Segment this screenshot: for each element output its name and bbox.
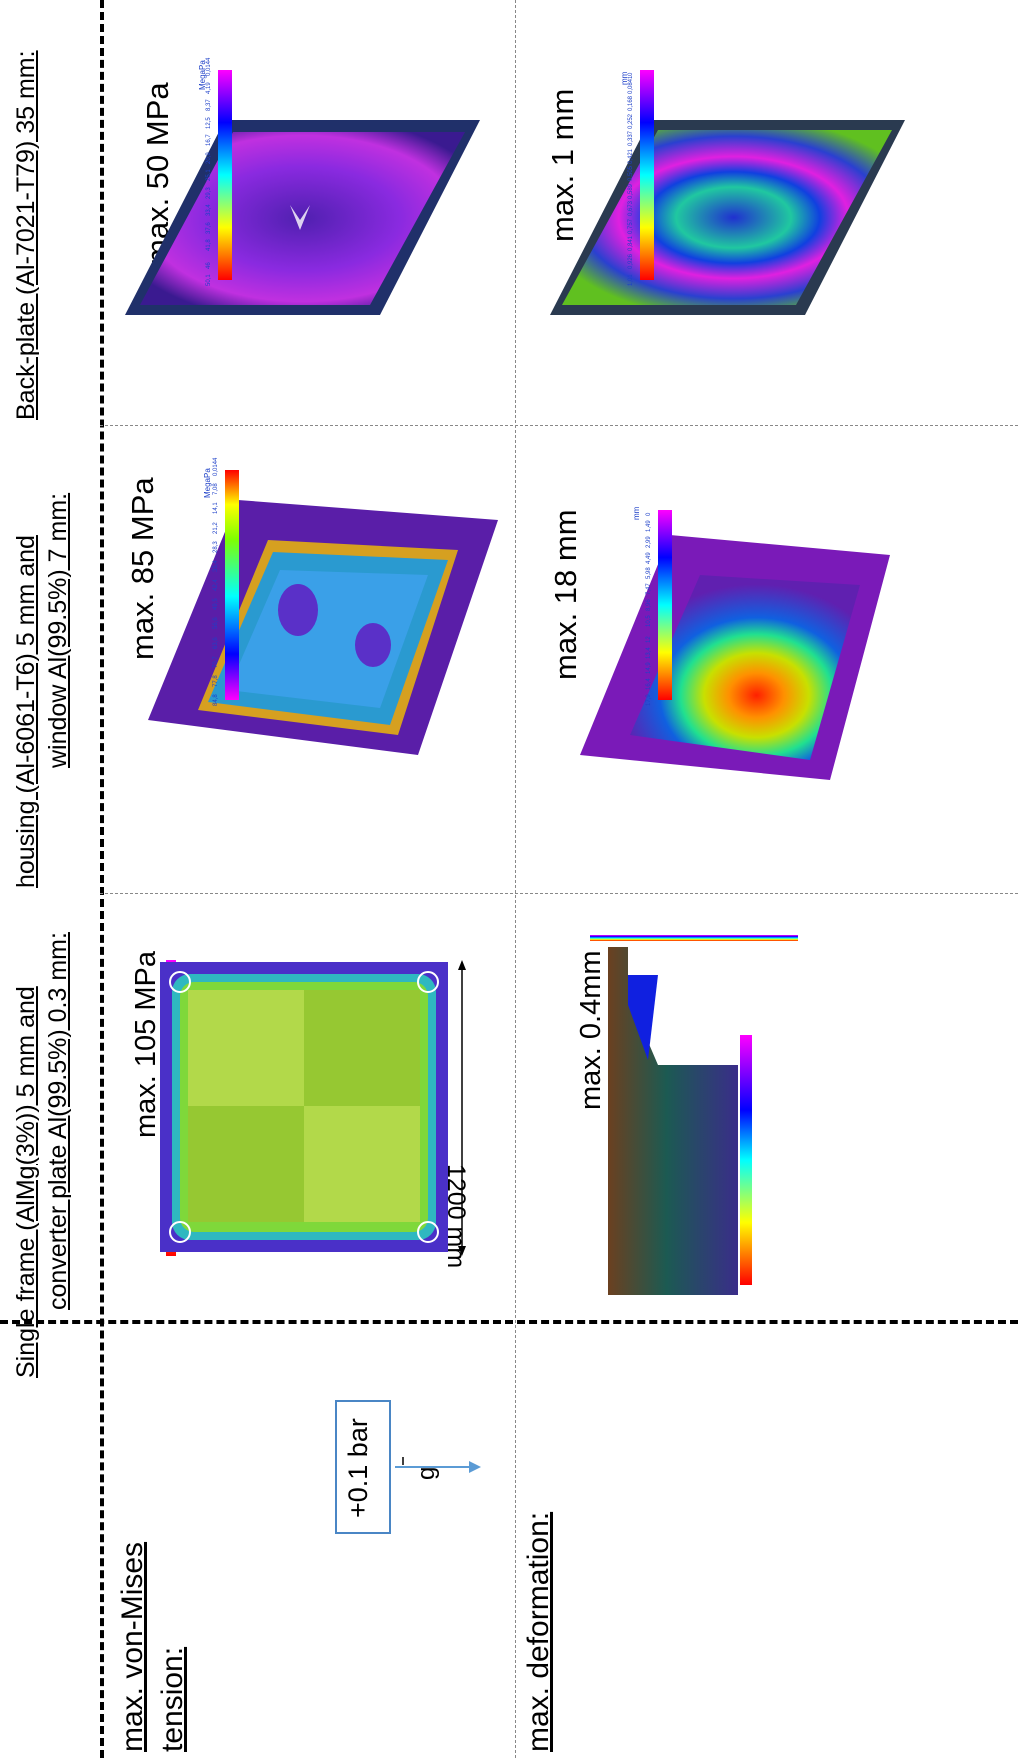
frame-stress-plot: [160, 960, 448, 1256]
colorbar-tick-label: 14,9: [646, 662, 652, 675]
colorbar-tick-label: 4,49: [646, 551, 652, 564]
colorbar-tick-label: 12,5: [206, 116, 212, 129]
colorbar-tick-label: 21,2: [213, 521, 219, 534]
housing-deformation-colorbar: [658, 510, 672, 700]
frame-dimension-arrow: [458, 960, 466, 1256]
colorbar-tick-label: 0,421: [628, 148, 634, 164]
divider-label-column: [100, 0, 104, 1758]
colorbar-tick-label: 49,5: [213, 598, 219, 611]
pressure-label: +0.1 bar: [343, 1418, 373, 1518]
stress-row-label-line1: max. von-Mises: [116, 1541, 149, 1752]
divider-row-stress-deform: [515, 0, 516, 1758]
divider-col-frame-housing: [100, 893, 1018, 894]
colorbar-tick-label: 16,4: [646, 678, 652, 691]
colorbar-tick-label: 14,1: [213, 502, 219, 515]
colorbar-tick-label: 0: [628, 72, 634, 76]
housing-stress-colorbar: [225, 470, 239, 700]
colorbar-tick-label: 17,9: [646, 694, 652, 706]
colorbar-tick-label: 41,8: [206, 239, 212, 251]
divider-header-row: [0, 1320, 1018, 1324]
colorbar-tick-label: 10,5: [646, 615, 652, 627]
colorbar-tick-label: 8,96: [646, 599, 652, 611]
deformation-row-label: max. deformation:: [522, 1511, 555, 1752]
colorbar-tick-label: 56,6: [213, 617, 219, 630]
housing-stress-unit: MegaPa: [203, 468, 212, 498]
colorbar-tick-label: 20,9: [206, 151, 212, 164]
colorbar-tick-label: 63,6: [213, 636, 219, 649]
backplate-deformation-plot: [550, 120, 905, 315]
pressure-box: [335, 1400, 391, 1534]
housing-stress-plot: [148, 500, 498, 755]
backplate-deformation-colorbar: [640, 70, 654, 280]
colorbar-tick-label: 16,7: [206, 134, 212, 146]
colorbar-tick-label: 0,505: [628, 165, 634, 181]
colorbar-tick-label: 46: [206, 261, 212, 269]
colorbar-tick-label: 2,99: [646, 535, 652, 548]
frame-title-line2: converter plate Al(99.5%) 0.3 mm:: [44, 932, 72, 1310]
colorbar-tick-label: 42,4: [213, 579, 219, 591]
colorbar-tick-label: 0,0144: [213, 457, 219, 476]
colorbar-tick-label: 0,841: [628, 235, 634, 251]
colorbar-tick-label: 7,47: [646, 583, 652, 596]
backplate-stress-colorbar: [218, 70, 232, 280]
divider-col-housing-back: [100, 425, 1018, 426]
colorbar-tick-label: 0,0144: [206, 57, 212, 76]
colorbar-tick-label: 12: [646, 635, 652, 643]
colorbar-tick-label: 0,757: [628, 218, 634, 234]
housing-title-line2: window Al(99.5%) 7 mm:: [44, 492, 72, 768]
housing-deformation-unit: mm: [632, 506, 641, 520]
frame-dimension-label: 1200 mm: [442, 1164, 470, 1269]
backplate-stress-plot: [125, 120, 480, 315]
colorbar-tick-label: 0,673: [628, 200, 634, 216]
colorbar-tick-label: 25,1: [206, 169, 212, 181]
frame-title-line1: Single frame (AlMg(3%)) 5 mm and: [12, 986, 40, 1378]
colorbar-tick-label: 0,926: [628, 253, 634, 269]
colorbar-tick-label: 0,589: [628, 183, 634, 199]
colorbar-tick-label: 77,8: [213, 675, 219, 687]
frame-deformation-plot: [590, 935, 798, 1295]
colorbar-tick-label: 84,8: [213, 694, 219, 706]
stress-row-label-line2: tension:: [156, 1646, 189, 1752]
colorbar-tick-label: 0,252: [628, 113, 634, 129]
gravity-arrow: [395, 1457, 481, 1473]
housing-title-line1: housing (Al-6061-T6) 5 mm and: [12, 535, 40, 888]
colorbar-tick-label: 28,3: [213, 540, 219, 553]
colorbar-tick-label: 50,1: [206, 274, 212, 286]
colorbar-tick-label: 5,98: [646, 567, 652, 580]
colorbar-tick-label: 70,7: [213, 655, 219, 668]
colorbar-tick-label: 37,6: [206, 221, 212, 234]
colorbar-tick-label: 8,37: [206, 99, 212, 111]
colorbar-tick-label: 33,4: [206, 204, 212, 216]
colorbar-tick-label: 0: [646, 512, 652, 516]
colorbar-tick-label: 0,337: [628, 130, 634, 146]
colorbar-tick-label: 4,19: [206, 81, 212, 94]
colorbar-tick-label: 0,0841: [628, 75, 634, 94]
colorbar-tick-label: 35,4: [213, 560, 219, 572]
colorbar-tick-label: 7,08: [213, 483, 219, 496]
housing-deformation-plot: [580, 535, 890, 780]
colorbar-tick-label: 1,49: [646, 520, 652, 532]
colorbar-tick-label: 0,168: [628, 95, 634, 111]
colorbar-tick-label: 1,01: [628, 274, 634, 286]
backplate-title: Back-plate (Al-7021-T79) 35 mm:: [12, 50, 40, 420]
colorbar-tick-label: 13,4: [646, 646, 652, 659]
colorbar-tick-label: 29,3: [206, 186, 212, 199]
